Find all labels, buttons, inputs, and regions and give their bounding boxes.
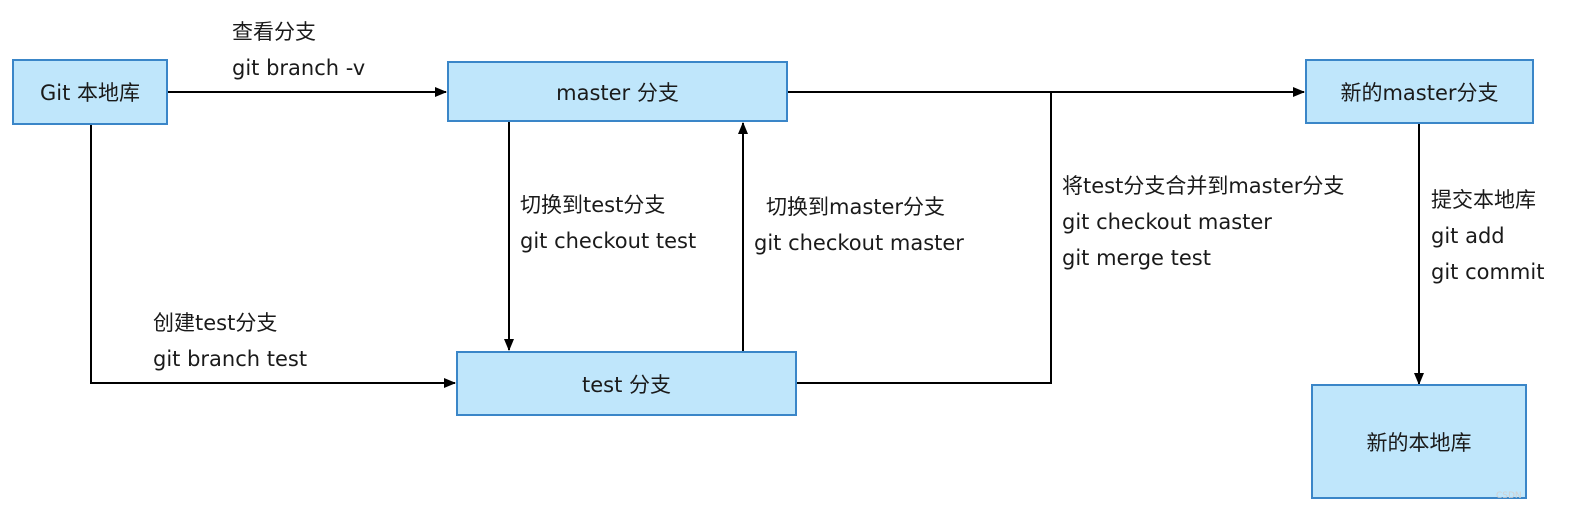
label-merge-title: 将test分支合并到master分支 [1062,174,1345,198]
label-create-test-cmd: git branch test [153,347,308,371]
watermark: CSDN [1496,491,1522,501]
node-new-master-branch: 新的master分支 [1305,59,1534,124]
label-merge-cmd2: git merge test [1062,246,1211,270]
label-switch-to-master-cmd: git checkout master [754,231,964,255]
label-switch-to-test: 切换到test分支 git checkout test [520,187,696,259]
label-switch-to-test-cmd: git checkout test [520,229,697,253]
label-commit-cmd1: git add [1431,224,1505,248]
label-create-test-title: 创建test分支 [153,311,278,335]
label-switch-to-test-title: 切换到test分支 [520,193,666,217]
label-commit-title: 提交本地库 [1431,188,1536,212]
node-test-branch: test 分支 [456,351,797,416]
edge-git-to-test [90,125,456,388]
edge-test-merge [797,92,1052,384]
label-create-test: 创建test分支 git branch test [153,305,307,377]
label-merge: 将test分支合并到master分支 git checkout master g… [1062,168,1344,276]
node-master-branch: master 分支 [447,61,788,122]
node-git-local: Git 本地库 [12,59,168,125]
label-commit-cmd2: git commit [1431,260,1545,284]
label-switch-to-master: 切换到master分支 git checkout master [754,189,964,261]
label-switch-to-master-title: 切换到master分支 [766,195,946,219]
label-merge-cmd1: git checkout master [1062,210,1272,234]
label-view-branches: 查看分支 git branch -v [232,14,365,86]
node-new-local: 新的本地库 [1311,384,1527,499]
label-commit: 提交本地库 git add git commit [1431,182,1544,290]
label-view-branches-title: 查看分支 [232,20,316,44]
label-view-branches-cmd: git branch -v [232,56,366,80]
